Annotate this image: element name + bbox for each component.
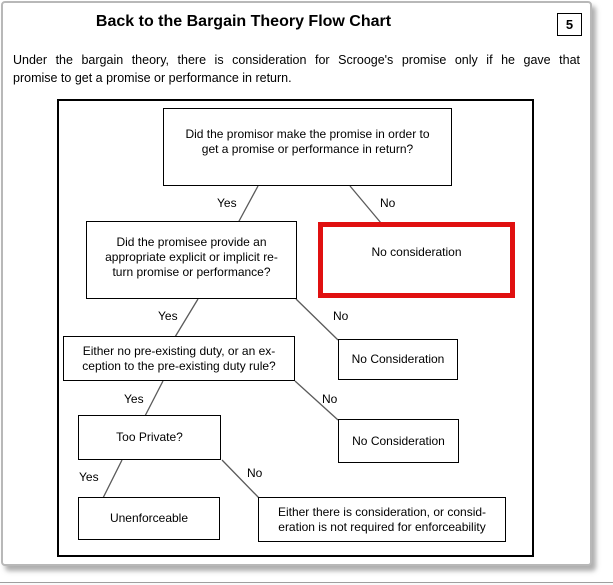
connector-line xyxy=(174,298,199,338)
node-unenforceable: Unenforceable xyxy=(78,497,220,540)
connector-line xyxy=(221,459,260,499)
node-no-consideration-highlighted: No consideration xyxy=(318,222,515,298)
connector-line xyxy=(237,185,259,224)
connector-line xyxy=(144,380,164,417)
next-page-edge xyxy=(0,582,613,585)
node-preexisting-duty-question: Either no pre-existing duty, or an ex- c… xyxy=(63,336,295,381)
node-promisor-question: Did the promisor make the promise in ord… xyxy=(163,108,452,186)
branch-label-promisee-yes: Yes xyxy=(158,309,178,323)
connector-line xyxy=(102,459,123,499)
branch-label-duty-yes: Yes xyxy=(124,392,144,406)
branch-label-private-no: No xyxy=(247,466,263,480)
page-number-box: 5 xyxy=(557,13,582,36)
connector-line xyxy=(295,298,339,341)
page-title: Back to the Bargain Theory Flow Chart xyxy=(95,13,392,30)
node-no-consideration-1: No Consideration xyxy=(338,339,458,380)
connector-line xyxy=(349,185,382,224)
flowchart-border xyxy=(57,99,534,557)
branch-label-private-yes: Yes xyxy=(79,470,99,484)
page-number: 5 xyxy=(565,17,574,32)
intro-paragraph: Under the bargain theory, there is consi… xyxy=(13,51,580,87)
branch-label-promisee-no: No xyxy=(333,309,349,323)
node-too-private-question: Too Private? xyxy=(78,415,221,460)
intro-line-2: promise to get a promise or performance … xyxy=(13,71,292,85)
node-no-consideration-2: No Consideration xyxy=(338,419,459,463)
branch-label-promisor-yes: Yes xyxy=(217,196,237,210)
connector-line xyxy=(294,380,339,421)
node-enforceable-outcome: Either there is consideration, or consid… xyxy=(258,497,506,542)
node-promisee-question: Did the promisee provide an appropriate … xyxy=(86,221,297,299)
branch-label-promisor-no: No xyxy=(380,196,396,210)
intro-line-1: Under the bargain theory, there is consi… xyxy=(13,53,580,67)
branch-label-duty-no: No xyxy=(322,392,338,406)
